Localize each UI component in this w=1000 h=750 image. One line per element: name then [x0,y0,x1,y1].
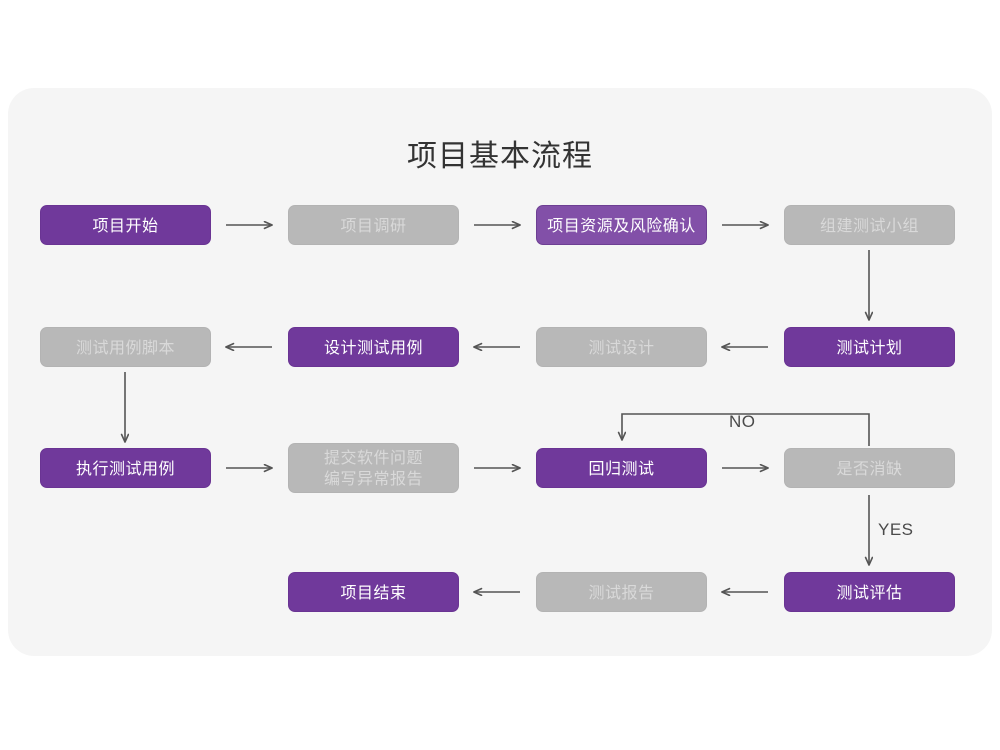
node-resource-risk-confirm[interactable]: 项目资源及风险确认 [536,205,707,245]
page-title: 项目基本流程 [407,139,593,174]
edge-label-yes: YES [878,520,914,539]
node-test-report[interactable]: 测试报告 [536,572,707,612]
node-submit-bug-report[interactable]: 提交软件问题 编写异常报告 [288,443,459,493]
node-design-test-case[interactable]: 设计测试用例 [288,327,459,367]
edge-label-no: NO [729,412,756,431]
node-project-end[interactable]: 项目结束 [288,572,459,612]
node-execute-test-case[interactable]: 执行测试用例 [40,448,211,488]
node-defect-resolved[interactable]: 是否消缺 [784,448,955,488]
node-regression-test[interactable]: 回归测试 [536,448,707,488]
node-build-test-team[interactable]: 组建测试小组 [784,205,955,245]
node-test-plan[interactable]: 测试计划 [784,327,955,367]
node-test-design[interactable]: 测试设计 [536,327,707,367]
diagram-canvas [8,88,992,656]
node-project-start[interactable]: 项目开始 [40,205,211,245]
node-project-research[interactable]: 项目调研 [288,205,459,245]
node-test-case-script[interactable]: 测试用例脚本 [40,327,211,367]
node-test-evaluation[interactable]: 测试评估 [784,572,955,612]
